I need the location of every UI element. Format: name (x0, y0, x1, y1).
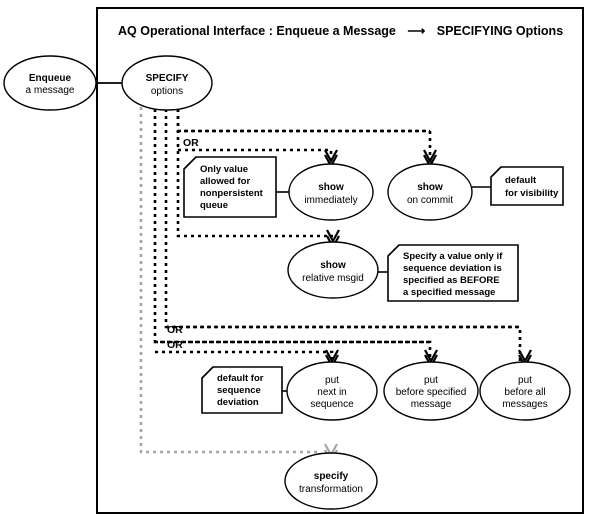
or-label-sequence-upper: OR (167, 324, 183, 336)
node-put-next-in-sequence[interactable]: put next in sequence (286, 361, 378, 421)
node-specify-transformation[interactable]: specify transformation (284, 452, 378, 510)
or-visibility-bracket-right (178, 129, 432, 162)
page-title-suffix: SPECIFYING Options (437, 24, 563, 38)
note-line: default for (217, 373, 264, 384)
note-line: for visibility (505, 188, 559, 199)
arrowhead-put-next-in-sequence-2 (325, 349, 339, 364)
node-label-line: put (424, 375, 438, 386)
or-label-visibility: OR (183, 137, 199, 149)
arrowhead-show-on-commit-2 (423, 149, 437, 164)
note-default-for-visibility: default for visibility (490, 166, 564, 206)
node-label-line: sequence (310, 399, 354, 410)
or-visibility-bracket-left (178, 148, 333, 162)
or-sequence-upper-bracket (166, 325, 522, 362)
node-label-line: specify (314, 471, 349, 482)
node-label-line: options (151, 86, 183, 97)
node-label-line: put (325, 375, 339, 386)
node-show-immediately[interactable]: show immediately (288, 163, 374, 221)
note-default-for-sequence-deviation: default for sequence deviation (201, 366, 283, 414)
trunk-visibility (176, 102, 430, 133)
note-line: specified as BEFORE (403, 275, 500, 286)
node-label-line: before all (504, 387, 545, 398)
note-line: Specify a value only if (403, 251, 503, 262)
node-show-relative-msgid[interactable]: show relative msgid (287, 241, 379, 299)
node-label-line: relative msgid (302, 273, 364, 284)
node-enqueue-a-message[interactable]: Enqueue a message (3, 55, 97, 111)
note-line: sequence (217, 385, 261, 396)
node-label-line: Enqueue (29, 73, 72, 84)
node-label-line: message (411, 399, 452, 410)
node-label-line: before specified (396, 387, 467, 398)
page-title: AQ Operational Interface : Enqueue a Mes… (118, 24, 563, 38)
node-label-line: a message (26, 85, 75, 96)
node-label-line: immediately (304, 195, 357, 206)
page-title-prefix: AQ Operational Interface : Enqueue a Mes… (118, 24, 396, 38)
node-put-before-all-messages[interactable]: put before all messages (479, 361, 571, 421)
or-label-sequence-lower: OR (167, 339, 183, 351)
node-label-line: show (320, 260, 346, 271)
note-line: allowed for (200, 176, 250, 187)
note-only-value-nonpersistent: Only value allowed for nonpersistent que… (183, 156, 277, 218)
note-line: nonpersistent (200, 188, 264, 199)
node-label-line: show (417, 182, 443, 193)
node-label-line: SPECIFY (146, 73, 189, 84)
or-sequence-lower-bracket (155, 340, 432, 362)
arrowhead-put-before-specified-message-2 (424, 349, 438, 364)
node-label-line: next in (317, 387, 346, 398)
node-show-on-commit[interactable]: show on commit (387, 163, 473, 221)
arrowhead-show-immediately-2 (324, 149, 338, 164)
arrowhead-put-before-all-messages-2 (518, 349, 532, 364)
note-line: default (505, 175, 537, 186)
or-sequence-default-bracket (155, 350, 334, 362)
note-line: queue (200, 200, 228, 211)
node-label-line: transformation (299, 484, 363, 495)
node-label-line: put (518, 375, 532, 386)
note-line: sequence deviation is (403, 263, 502, 274)
node-specify-options[interactable]: SPECIFY options (121, 55, 213, 111)
trunk-relative-msgid (176, 102, 333, 238)
trunk-optional-transformation (139, 100, 320, 454)
node-label-line: on commit (407, 195, 453, 206)
node-label-line: show (318, 182, 344, 193)
note-line: a specified message (403, 287, 495, 298)
note-specify-value-before: Specify a value only if sequence deviati… (387, 244, 519, 302)
node-put-before-specified-message[interactable]: put before specified message (383, 361, 479, 421)
diagram-frame (96, 7, 584, 514)
title-arrow-glyph: ⟶ (407, 24, 426, 38)
node-label-line: messages (502, 399, 548, 410)
arrowhead-show-relative-msgid (326, 229, 340, 244)
note-line: Only value (200, 164, 248, 175)
note-line: deviation (217, 397, 259, 408)
